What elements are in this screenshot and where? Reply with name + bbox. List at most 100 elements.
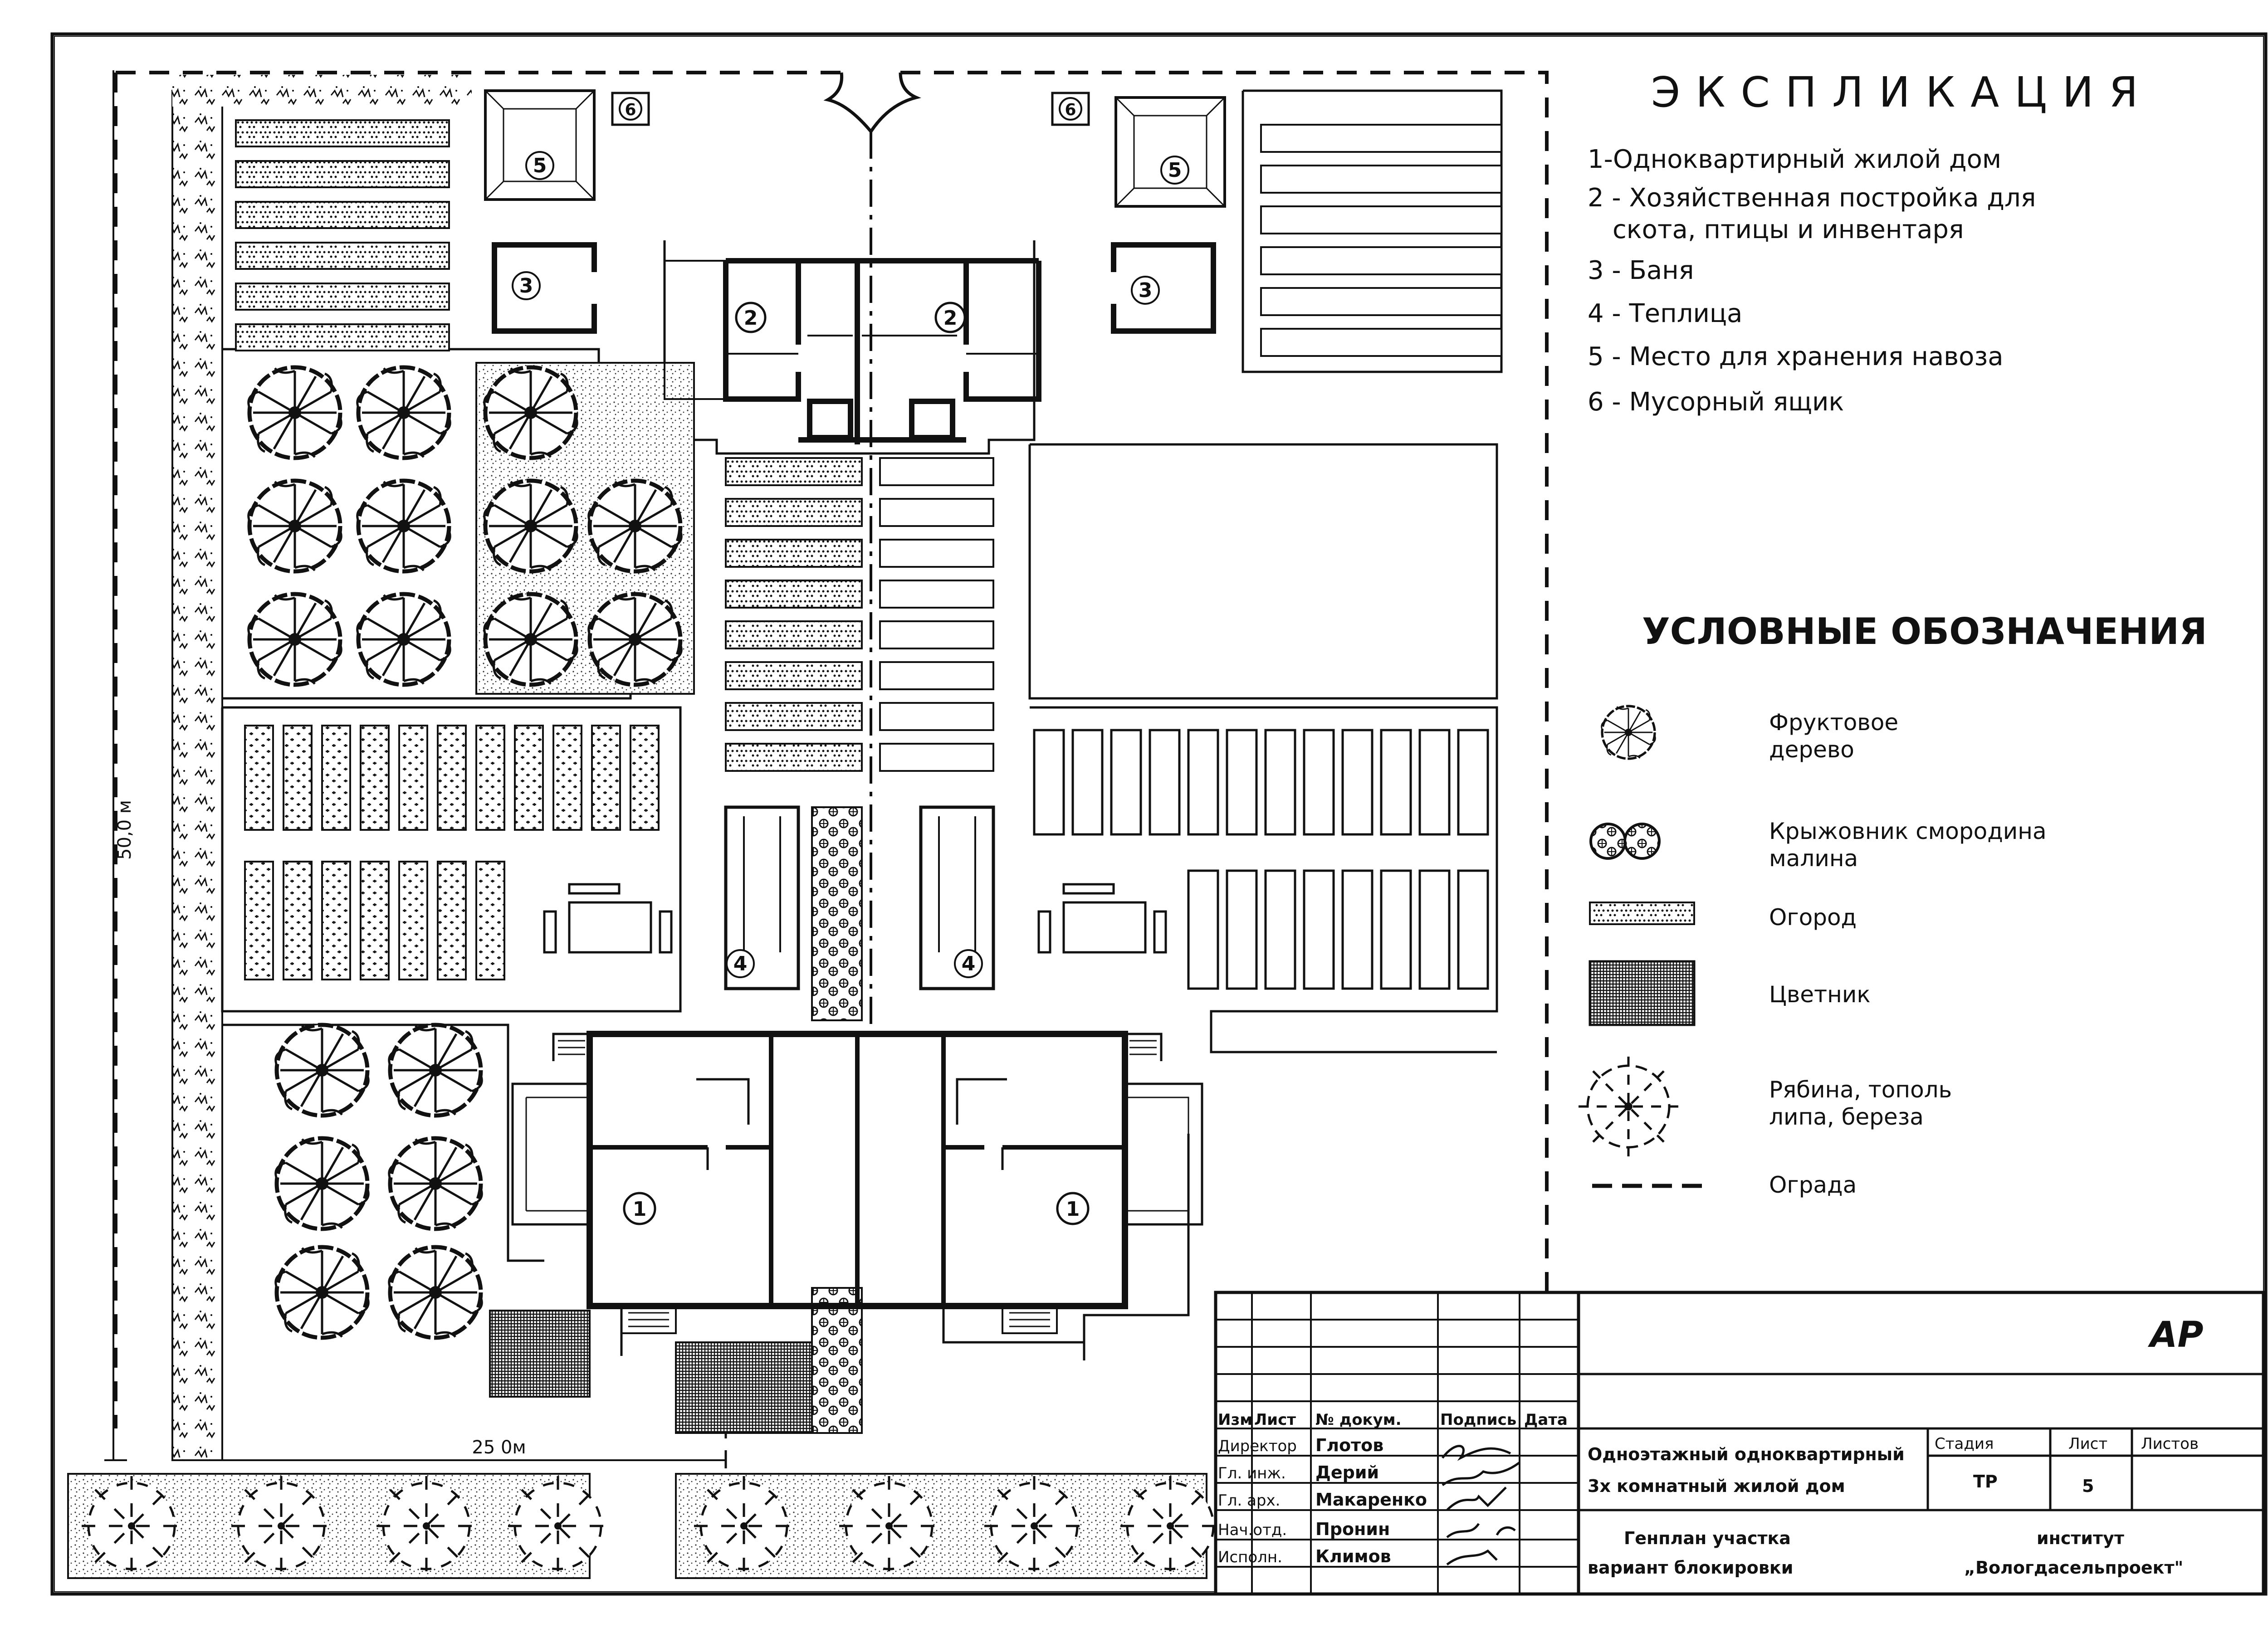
garden-beds-east [1033,729,1489,990]
marker-circle: 4 [726,949,755,978]
dimension-width: 25 0м [472,1437,526,1458]
legend-flower-bed-icon [1589,960,1696,1026]
drawing-title-line2: вариант блокировки [1588,1558,1793,1578]
tb-header: Дата [1524,1411,1568,1429]
legend-label: дерево [1769,736,1854,763]
tb-role: Исполн. [1218,1548,1282,1566]
sheet-inner-frame [54,36,2264,1592]
sheet-value: 5 [2082,1476,2094,1496]
tb-header: № докум. [1315,1411,1402,1429]
marker-label: 5 [1168,159,1182,182]
legend-berry-bush-icon [1589,823,1661,860]
house-entrance-stairs [558,1040,1157,1327]
sheet-frame [50,32,2268,1596]
vegetable-bed [552,725,582,831]
vegetable-bed [398,861,428,980]
explication-item: 6 - Мусорный ящик [1588,387,1844,417]
drawing-title-line1: Генплан участка [1624,1528,1791,1548]
orchard-trees [249,367,682,1338]
yard-benches [543,883,1167,954]
manure-storage [484,89,1226,208]
explication-item: 1-Одноквартирный жилой дом [1588,145,2001,174]
dimension-height: 50,0 м [114,800,135,860]
outbuilding-annexes [664,260,1039,400]
vegetable-bed [244,861,274,980]
tb-name: Климов [1315,1546,1391,1566]
organization-line1: институт [2037,1528,2124,1548]
legend-label: Рябина, тополь [1769,1077,1952,1103]
flower-bed-entrance [675,1341,813,1434]
flower-bed-south [489,1310,591,1398]
tb-role: Гл. инж. [1218,1464,1286,1482]
marker-circle: 1 [1056,1192,1090,1225]
legend-garden-icon [1589,902,1695,925]
marker-circle: 3 [512,271,541,300]
tb-header: Изм [1218,1411,1252,1429]
legend-labels: Фруктовое дерево Крыжовник смородина мал… [1769,709,2047,1198]
dimension-lines [104,70,726,1461]
marker-label: 2 [943,307,958,330]
legend-label: липа, береза [1769,1104,1924,1130]
marker-label: 5 [533,154,547,177]
vegetable-bed [360,861,390,980]
garden-beds-ne [1260,124,1502,357]
signatures [1442,1445,1520,1566]
marker-circle: 6 [1059,97,1082,121]
legend-title: УСЛОВНЫЕ ОБОЗНАЧЕНИЯ [1642,610,2207,653]
hedge-north [172,75,472,107]
marker-label: 6 [625,101,636,119]
marker-circle: 3 [1131,276,1160,305]
bathhouses [492,242,1216,334]
sheets-label: Листов [2141,1435,2199,1453]
marker-circle: 4 [954,949,983,978]
tb-role: Нач.отд. [1218,1521,1287,1539]
legend-symbols [1579,706,1706,1188]
marker-label: 4 [733,952,748,975]
explication-item: 3 - Баня [1588,256,1694,285]
legend-label: Цветник [1769,981,1871,1008]
marker-circle: 5 [1160,156,1189,185]
tb-name: Макаренко [1315,1490,1427,1510]
tb-role: Директор [1218,1437,1297,1455]
vegetable-bed [437,725,467,831]
marker-circle: 1 [623,1192,656,1225]
marker-circle: 5 [525,151,554,180]
tb-role: Гл. арх. [1218,1492,1280,1510]
explication-title: ЭКСПЛИКАЦИЯ [1651,68,2153,117]
marker-label: 3 [1139,279,1153,302]
stage-label: Стадия [1935,1435,1994,1453]
legend-rowan-icon [1579,1057,1678,1156]
title-block [1214,1291,2265,1596]
explication-list: 1-Одноквартирный жилой дом 2 - Хозяйстве… [1588,145,2036,417]
garbage-boxes [611,92,1090,126]
explication-item: скота, птицы и инвентаря [1613,215,1964,244]
drawing-code: АР [2147,1315,2204,1355]
vegetable-bed [398,725,428,831]
marker-label: 3 [519,274,533,297]
marker-circle: 2 [934,302,966,333]
legend-label: Ограда [1769,1172,1857,1198]
vegetable-beds-sw [244,725,660,980]
marker-label: 4 [962,952,976,975]
vegetable-bed [475,861,505,980]
shrub-strip-south [811,1287,863,1434]
marker-label: 6 [1065,101,1076,119]
legend-label: малина [1769,845,1858,872]
legend-label: Фруктовое [1769,709,1898,736]
hedge-west [171,90,223,1461]
vegetable-bed [321,725,351,831]
vegetable-bed [283,861,313,980]
legend-fruit-tree-icon [1602,706,1656,759]
organization-line2: „Вологдасельпроект" [1964,1558,2183,1578]
vegetable-bed [437,861,467,980]
marker-circle: 2 [735,302,767,333]
tb-header: Подпись [1440,1411,1516,1429]
vegetable-bed [475,725,505,831]
tb-name: Глотов [1315,1435,1383,1455]
stage-value: ТР [1973,1472,1998,1492]
outbuildings [723,258,1041,444]
dwelling-house [511,1031,1203,1334]
title-block-names: Глотов Дерий Макаренко Пронин Климов [1315,1435,1427,1566]
project-title-line2: 3х комнатный жилой дом [1588,1476,1845,1496]
legend-label: Огород [1769,904,1857,931]
